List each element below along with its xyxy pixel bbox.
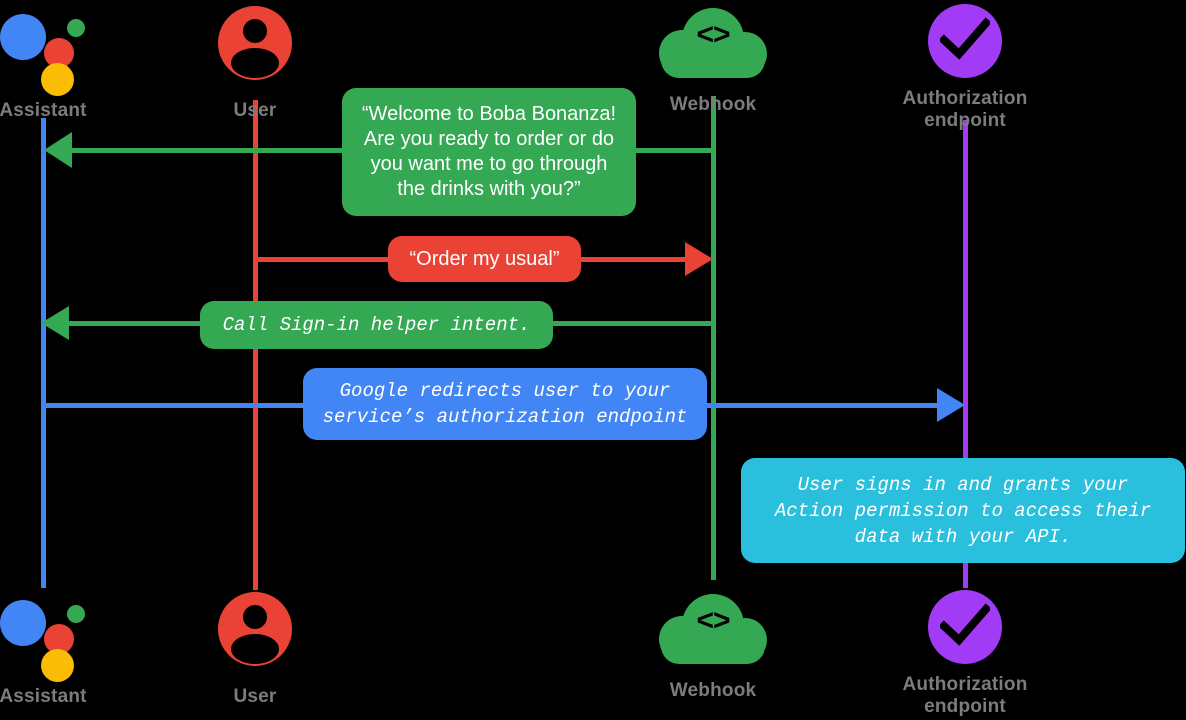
assistant-dot-green (67, 605, 85, 623)
actor-label-assistant-bottom: Assistant (0, 686, 87, 707)
actor-label-webhook: Webhook (669, 94, 757, 115)
user-head-shape (243, 605, 267, 629)
arrow-head-signin-helper (41, 306, 69, 340)
code-brackets-glyph: <> (696, 18, 730, 51)
user-body-shape (231, 634, 279, 664)
actor-assistant-top[interactable]: Assistant (0, 8, 86, 122)
arrow-head-redirect (937, 388, 965, 422)
lifeline-assistant (41, 118, 46, 588)
cloud-code-icon-bottom: <> (659, 594, 767, 668)
actor-auth-bottom[interactable]: Authorization endpoint (880, 590, 1050, 718)
arrow-head-welcome (44, 132, 72, 168)
actor-label-user: User (233, 100, 277, 121)
check-mark-icon (940, 603, 990, 646)
cloud-base (661, 48, 765, 78)
actor-label-auth: Authorization endpoint (902, 88, 1028, 131)
actor-webhook-bottom[interactable]: <> Webhook (659, 594, 767, 702)
cloud-base (661, 634, 765, 664)
cloud-code-icon: <> (659, 8, 767, 82)
assistant-dot-green (67, 19, 85, 37)
assistant-dot-yellow (41, 649, 74, 682)
assistant-dot-blue (0, 14, 46, 60)
actor-label-webhook-bottom: Webhook (669, 680, 757, 701)
actor-label-user-bottom: User (233, 686, 277, 707)
actor-user-bottom[interactable]: User (218, 592, 292, 708)
message-bubble-grant[interactable]: User signs in and grants your Action per… (741, 458, 1185, 563)
user-body-shape (231, 48, 279, 78)
user-avatar-icon (218, 6, 292, 80)
actor-auth-top[interactable]: Authorization endpoint (880, 4, 1050, 132)
user-avatar-icon-bottom (218, 592, 292, 666)
actor-label-auth-bottom: Authorization endpoint (902, 674, 1028, 717)
message-bubble-order[interactable]: “Order my usual” (388, 236, 581, 282)
message-bubble-redirect[interactable]: Google redirects user to your service’s … (303, 368, 707, 440)
check-mark-icon (940, 17, 990, 60)
message-bubble-signin-helper[interactable]: Call Sign-in helper intent. (200, 301, 553, 349)
google-assistant-logo (0, 8, 86, 96)
code-brackets-glyph: <> (696, 604, 730, 637)
assistant-dot-yellow (41, 63, 74, 96)
actor-webhook-top[interactable]: <> Webhook (659, 8, 767, 116)
arrow-head-order (685, 242, 713, 276)
purple-check-icon-bottom (928, 590, 1002, 664)
message-bubble-welcome[interactable]: “Welcome to Boba Bonanza! Are you ready … (342, 88, 636, 216)
user-head-shape (243, 19, 267, 43)
actor-assistant-bottom[interactable]: Assistant (0, 594, 86, 708)
lifeline-auth (963, 120, 968, 588)
actor-user-top[interactable]: User (218, 6, 292, 122)
purple-check-icon (928, 4, 1002, 78)
assistant-dot-blue (0, 600, 46, 646)
google-assistant-logo-bottom (0, 594, 86, 682)
lifeline-webhook (711, 96, 716, 580)
actor-label-assistant: Assistant (0, 100, 87, 121)
